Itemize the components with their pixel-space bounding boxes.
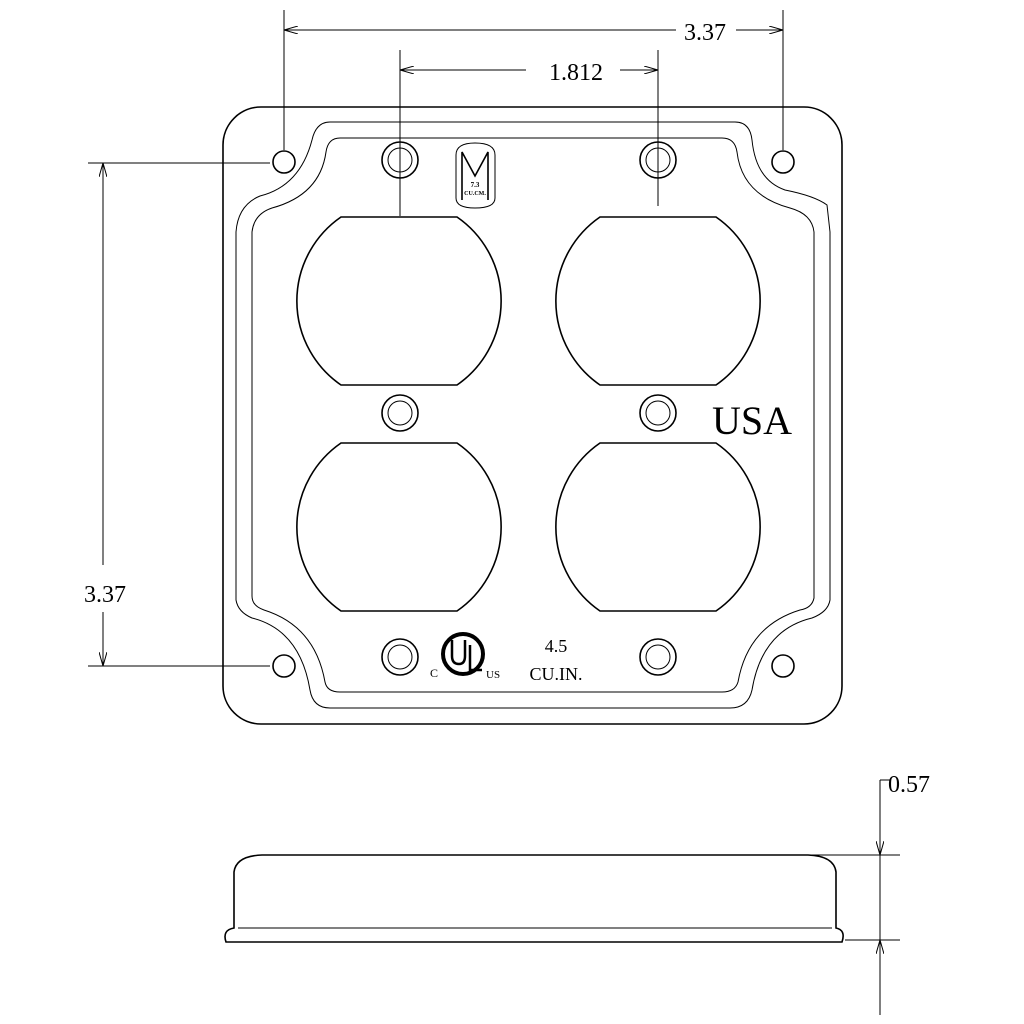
maker-logo: 7.3 CU.CM. [455, 142, 496, 209]
ul-us-label: US [486, 669, 500, 681]
duplex-opening [555, 442, 761, 612]
volume-value: 4.5 [545, 636, 568, 656]
dimension-device-spacing: 1.812 [399, 50, 659, 216]
plate-rib-outer [235, 121, 831, 709]
country-label: USA [712, 398, 792, 443]
dimension-top-width: 3.37 [283, 10, 784, 150]
corner-holes [272, 150, 795, 678]
volume-unit: CU.IN. [530, 664, 583, 684]
device-screw-holes [381, 141, 677, 676]
ul-c-label: C [430, 666, 438, 680]
duplex-opening [296, 442, 502, 612]
side-profile [224, 854, 844, 943]
dimension-left-height: 3.37 [84, 162, 270, 667]
dimension-left-height-label: 3.37 [84, 582, 126, 608]
dimension-top-width-label: 3.37 [684, 20, 726, 46]
logo-volume: 7.3 [471, 181, 480, 189]
duplex-openings [296, 216, 761, 612]
dimension-depth: 0.57 [810, 772, 930, 1015]
dimension-depth-label: 0.57 [888, 772, 930, 798]
plate-outline [222, 106, 843, 725]
plate-rib-inner [251, 137, 815, 693]
dimension-device-spacing-label: 1.812 [549, 60, 603, 86]
ul-listing-mark: C US [430, 632, 500, 681]
logo-unit: CU.CM. [464, 191, 486, 197]
duplex-opening [555, 216, 761, 386]
duplex-opening [296, 216, 502, 386]
